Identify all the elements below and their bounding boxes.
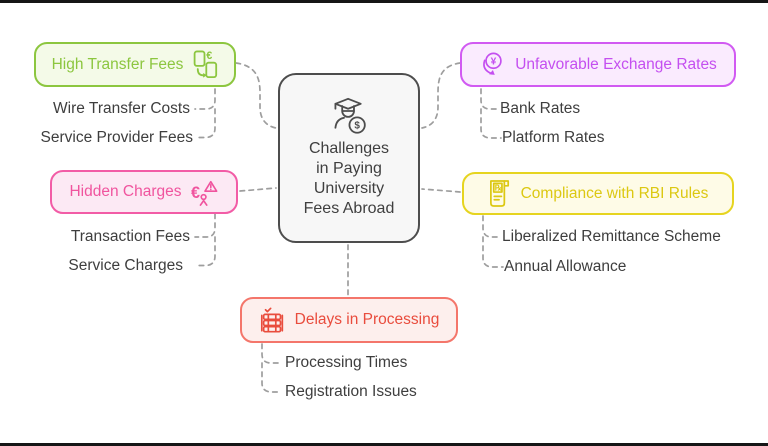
ledger-check-icon bbox=[259, 306, 287, 334]
center-line-1: Challenges bbox=[308, 140, 390, 157]
branch-high-transfer-fees-label: High Transfer Fees bbox=[51, 55, 184, 73]
svg-text:€: € bbox=[207, 50, 213, 62]
branch-unfavorable-exchange-rates-label: Unfavorable Exchange Rates bbox=[515, 55, 717, 73]
connector-yellow-child-2 bbox=[482, 236, 504, 268]
connector-purple-child-2 bbox=[480, 108, 502, 139]
connector-red-child-2 bbox=[261, 362, 282, 393]
connector-red-child-1 bbox=[261, 343, 281, 364]
branch-high-transfer-fees: High Transfer Fees € bbox=[34, 42, 236, 87]
euro-warning-icon: € bbox=[190, 179, 219, 206]
connector-pink-center bbox=[239, 187, 277, 192]
branch-delays-in-processing: Delays in Processing bbox=[240, 297, 458, 343]
connector-pink-child-1 bbox=[194, 213, 216, 238]
child-processing-times: Processing Times bbox=[285, 354, 408, 371]
branch-unfavorable-exchange-rates: ¥ Unfavorable Exchange Rates bbox=[460, 42, 736, 87]
connector-purple-center bbox=[421, 62, 461, 129]
child-transaction-fees: Transaction Fees bbox=[70, 228, 190, 245]
center-line-3: University bbox=[313, 180, 385, 197]
child-wire-transfer-costs: Wire Transfer Costs bbox=[53, 100, 190, 117]
connector-yellow-child-1 bbox=[482, 215, 502, 238]
child-annual-allowance: Annual Allowance bbox=[504, 258, 627, 275]
center-node: $ Challenges in Paying University Fees A… bbox=[278, 73, 420, 243]
child-service-charges: Service Charges bbox=[68, 256, 183, 274]
center-line-4: Fees Abroad bbox=[303, 200, 395, 217]
connector-green-child-1 bbox=[194, 88, 216, 110]
child-bank-rates: Bank Rates bbox=[500, 100, 581, 117]
graduate-dollar-icon: $ bbox=[328, 97, 370, 135]
top-edge-bar bbox=[0, 0, 768, 3]
center-node-title: Challenges in Paying University Fees Abr… bbox=[304, 139, 395, 219]
connector-green-center bbox=[235, 62, 277, 129]
phone-currency-transfer-icon: € bbox=[191, 50, 218, 79]
child-registration-issues: Registration Issues bbox=[285, 383, 417, 400]
svg-text:℞: ℞ bbox=[494, 184, 501, 193]
connector-green-child-2 bbox=[197, 108, 216, 139]
connector-purple-child-1 bbox=[480, 88, 500, 110]
branch-hidden-charges: Hidden Charges € bbox=[50, 170, 238, 214]
center-line-2: in Paying bbox=[316, 160, 382, 177]
svg-text:$: $ bbox=[354, 121, 360, 132]
bottom-edge-bar bbox=[0, 443, 768, 446]
child-liberalized-remittance-scheme: Liberalized Remittance Scheme bbox=[502, 228, 721, 245]
branch-delays-in-processing-label: Delays in Processing bbox=[294, 311, 440, 328]
branch-compliance-rbi-rules: ℞ Compliance with RBI Rules bbox=[462, 172, 734, 215]
svg-text:¥: ¥ bbox=[491, 56, 497, 67]
yen-rate-decline-icon: ¥ bbox=[479, 52, 507, 78]
branch-compliance-rbi-rules-label: Compliance with RBI Rules bbox=[520, 184, 709, 202]
child-service-provider-fees: Service Provider Fees bbox=[40, 128, 193, 146]
rx-document-icon: ℞ bbox=[488, 179, 513, 208]
connector-pink-child-2 bbox=[197, 236, 216, 267]
child-platform-rates: Platform Rates bbox=[502, 129, 605, 146]
svg-text:€: € bbox=[191, 183, 200, 201]
connector-yellow-center bbox=[421, 188, 461, 193]
branch-hidden-charges-label: Hidden Charges bbox=[69, 183, 182, 200]
